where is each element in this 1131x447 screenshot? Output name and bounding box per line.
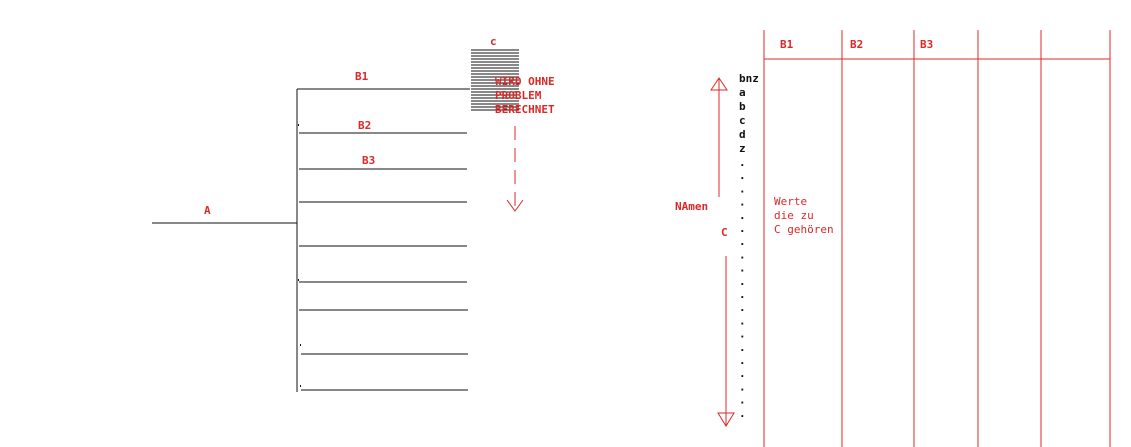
note-line-3: BERECHNET [495, 103, 555, 116]
list-item: bnz [739, 72, 759, 85]
column-header-b1: B1 [780, 38, 794, 51]
ellipsis-dot: . [739, 235, 746, 248]
list-diagram: NAmen C bnz a b c d z ..................… [675, 30, 1111, 447]
ellipsis-dot: . [739, 328, 746, 341]
ellipsis-dot: . [739, 341, 746, 354]
ellipsis-dot: . [739, 407, 746, 420]
ellipsis-dot: . [739, 354, 746, 367]
list-item: b [739, 100, 746, 113]
tick-mark [300, 385, 301, 387]
ellipsis-dots: .................... [739, 156, 746, 420]
list-item: z [739, 142, 746, 155]
root-label: A [204, 204, 211, 217]
values-table: B1 B2 B3 Werte die zu C gehören [763, 30, 1111, 447]
ellipsis-dot: . [739, 196, 746, 209]
note-line-1: WIRD OHNE [495, 75, 555, 88]
ellipsis-dot: . [739, 394, 746, 407]
ellipsis-dot: . [739, 209, 746, 222]
ellipsis-dot: . [739, 262, 746, 275]
branch-label-b1: B1 [355, 70, 369, 83]
ellipsis-dot: . [739, 182, 746, 195]
dashed-arrow-head [506, 199, 524, 212]
ellipsis-dot: . [739, 314, 746, 327]
tick-mark [300, 344, 301, 346]
names-arrow-up-head [710, 77, 728, 91]
column-header-b2: B2 [850, 38, 863, 51]
ellipsis-dot: . [739, 156, 746, 169]
ellipsis-dot: . [739, 301, 746, 314]
note-line-2: PROBLEM [495, 89, 542, 102]
hatched-note-block [471, 49, 519, 111]
ellipsis-dot: . [739, 380, 746, 393]
ellipsis-dot: . [739, 288, 746, 301]
list-item: c [739, 114, 746, 127]
ellipsis-dot: . [739, 169, 746, 182]
tick-mark [298, 124, 299, 126]
ellipsis-dot: . [739, 367, 746, 380]
list-item: d [739, 128, 746, 141]
values-text-line-1: Werte [774, 195, 807, 208]
list-item: a [739, 86, 746, 99]
branch-label-b2: B2 [358, 119, 371, 132]
values-text-line-3: C gehören [774, 223, 834, 236]
branch-label-b3: B3 [362, 154, 375, 167]
c-label: C [721, 226, 728, 239]
ellipsis-dot: . [739, 248, 746, 261]
tree-diagram: A B1 B2 B3 c WIRD OHNE PROBLEM BERECHNET [152, 35, 555, 392]
column-header-b3: B3 [920, 38, 933, 51]
ellipsis-dot: . [739, 275, 746, 288]
note-label: c [490, 35, 497, 48]
tick-mark [298, 279, 299, 281]
values-text-line-2: die zu [774, 209, 814, 222]
ellipsis-dot: . [739, 222, 746, 235]
names-arrow-down-head [717, 412, 735, 427]
names-label: NAmen [675, 200, 708, 213]
item-list: bnz a b c d z [739, 72, 759, 155]
